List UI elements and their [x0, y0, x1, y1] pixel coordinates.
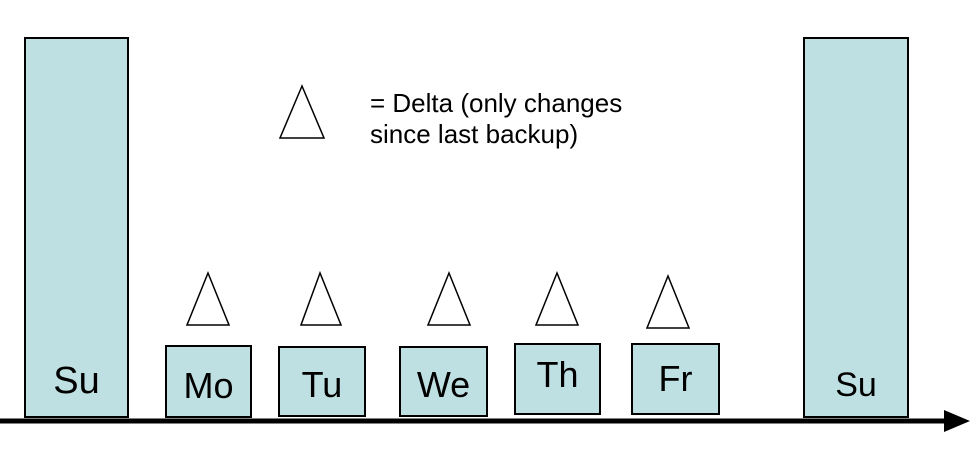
- full-backup-sunday-start: Su: [24, 37, 129, 418]
- delta-icon-th: [534, 270, 580, 326]
- delta-icon-tu: [299, 270, 343, 326]
- delta-backup-tuesday: Tu: [278, 346, 366, 417]
- delta-backup-thursday: Th: [514, 343, 601, 415]
- box-label: Mo: [183, 365, 234, 406]
- box-label: Th: [536, 354, 579, 395]
- legend-line-1: = Delta (only changes: [370, 88, 623, 118]
- legend-delta-icon: [278, 84, 326, 139]
- delta-backup-friday: Fr: [631, 343, 720, 415]
- box-label: Tu: [301, 364, 343, 405]
- box-label: Fr: [658, 358, 693, 399]
- legend-line-2: since last backup): [370, 119, 579, 149]
- box-label: We: [416, 364, 471, 405]
- legend-text: = Delta (only changes since last backup): [370, 88, 700, 150]
- delta-icon-fr: [645, 273, 691, 329]
- timeline-arrow-icon: [944, 410, 970, 432]
- delta-backup-wednesday: We: [399, 346, 488, 417]
- delta-backup-monday: Mo: [165, 345, 252, 418]
- box-label: Su: [53, 360, 100, 402]
- box-label: Su: [835, 366, 877, 404]
- delta-icon-we: [426, 270, 472, 326]
- delta-icon-mo: [185, 270, 231, 326]
- full-backup-sunday-end: Su: [803, 37, 909, 418]
